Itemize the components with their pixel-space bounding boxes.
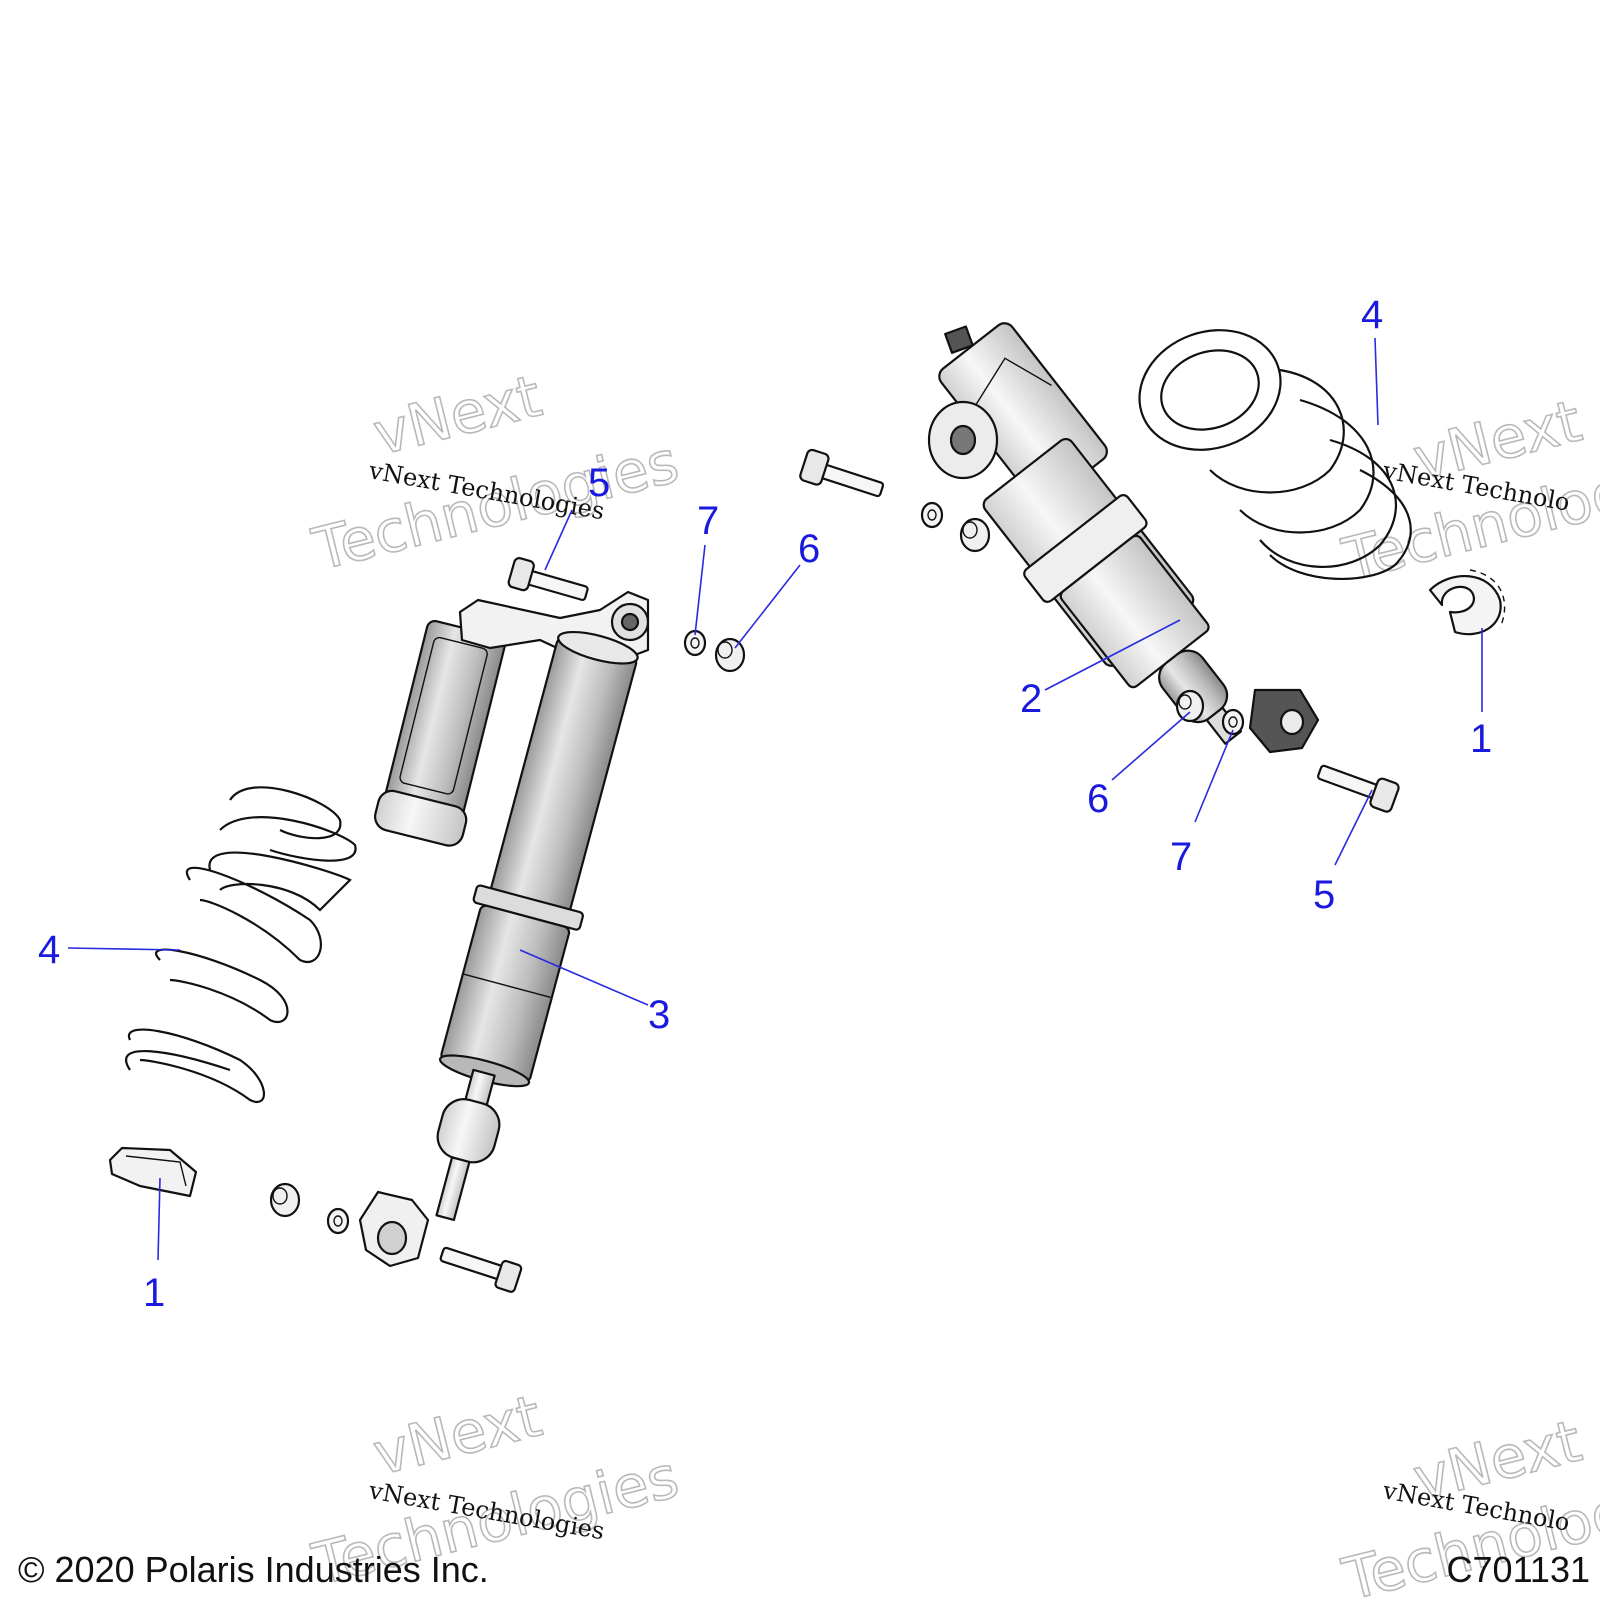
- callout-5-top: 5: [588, 461, 610, 505]
- right-coil-spring: [1138, 329, 1412, 581]
- callout-7-top: 7: [697, 499, 719, 543]
- left-lower-washer: [326, 1207, 350, 1235]
- callout-1-right: 1: [1470, 717, 1492, 761]
- right-bottom-eyelet-bore: [1279, 708, 1305, 736]
- right-top-cap: [944, 325, 974, 354]
- left-coil-spring: [125, 786, 357, 1103]
- callout-3: 3: [648, 993, 670, 1037]
- leader-c5-top: [544, 509, 573, 571]
- callout-7-bottom: 7: [1170, 835, 1192, 879]
- right-shock-absorber: [927, 322, 1320, 754]
- leader-c4-right: [1374, 337, 1379, 426]
- right-top-washer: [920, 501, 944, 529]
- watermark-top-right: vNext Technologies vNext Technolo: [1335, 386, 1600, 595]
- callouts: 1 4 3 5 7 6 4 2 1 6 7 5: [38, 293, 1492, 1315]
- watermark-top-left: vNext Technologies vNext Technologies: [305, 361, 686, 585]
- callout-5-bottom: 5: [1313, 873, 1335, 917]
- right-main-body: [982, 437, 1243, 745]
- leader-c5-bottom: [1334, 789, 1373, 866]
- callout-6-bottom: 6: [1087, 777, 1109, 821]
- left-shock-absorber: [358, 590, 650, 1268]
- callout-2: 2: [1020, 677, 1042, 721]
- diagram-code: C701131: [1447, 1549, 1590, 1590]
- right-top-eyelet-bore: [949, 424, 977, 456]
- leader-c2: [1044, 619, 1181, 691]
- left-top-bolt: [507, 557, 589, 601]
- leader-c6-top: [734, 564, 801, 649]
- right-top-bolt: [799, 448, 885, 498]
- watermark-big-top: vNext: [367, 362, 548, 469]
- left-spring-retainer: [108, 1146, 198, 1198]
- leader-c7-top: [694, 544, 706, 636]
- leader-c7-bottom: [1194, 729, 1234, 823]
- leader-lines: [67, 337, 1483, 1261]
- left-reservoir: [374, 619, 507, 847]
- right-top-bushing: [959, 517, 991, 553]
- left-top-eyelet-bore: [620, 612, 640, 632]
- left-lower-bolt: [439, 1246, 523, 1293]
- left-main-body: [435, 630, 639, 1222]
- leader-c6-bottom: [1111, 711, 1191, 781]
- leader-c1-left: [157, 1177, 161, 1261]
- right-spring-retainer: [1428, 569, 1506, 636]
- callout-4-right: 4: [1361, 293, 1383, 337]
- left-bottom-eyelet-bore: [376, 1220, 408, 1256]
- right-lower-bushing: [1175, 689, 1205, 723]
- right-lower-washer: [1221, 708, 1245, 736]
- watermark-big-top-2: vNext: [367, 1382, 548, 1489]
- copyright-text: © 2020 Polaris Industries Inc.: [18, 1549, 489, 1590]
- left-top-bushing: [714, 637, 746, 673]
- leader-c4-left: [67, 947, 181, 951]
- callout-6-top: 6: [798, 527, 820, 571]
- left-lower-bushing: [269, 1182, 301, 1218]
- right-lower-bolt: [1317, 764, 1400, 813]
- callout-1-left: 1: [143, 1271, 165, 1315]
- leader-c3: [519, 949, 649, 1006]
- callout-4-left: 4: [38, 928, 60, 972]
